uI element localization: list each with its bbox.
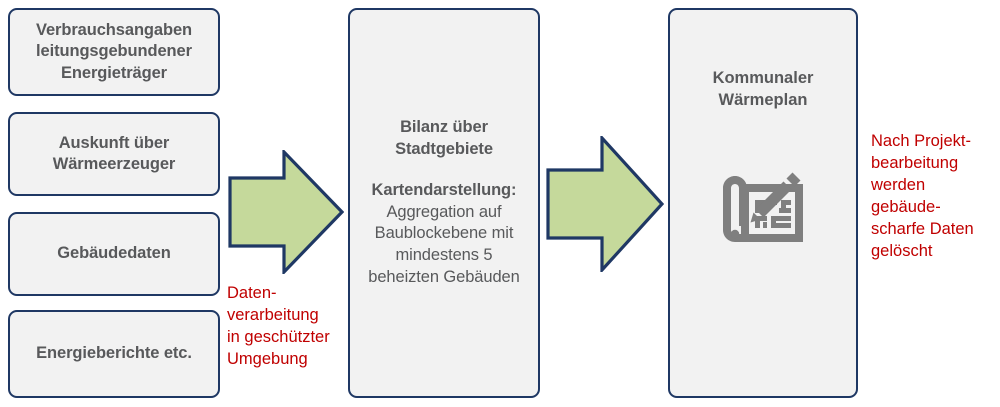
processing-body: Aggregation auf Baublockebene mit mindes…: [368, 202, 520, 286]
input-box-verbrauchsangaben: Verbrauchsangaben leitungsgebundener Ene…: [8, 8, 220, 96]
processing-sub-heading: Kartendarstellung:: [371, 180, 517, 199]
arrow-processing-to-output-icon: [546, 133, 665, 275]
output-box-kommunaler-waermeplan: Kommunaler Wärmeplan: [668, 8, 858, 398]
output-box-title: Kommunaler Wärmeplan: [712, 69, 814, 109]
input-box-label: Energieberichte etc.: [36, 344, 192, 363]
input-box-energieberichte: Energieberichte etc.: [8, 310, 220, 398]
note-geloeschte-daten: Nach Projekt- bearbeitung werden gebäude…: [871, 132, 974, 260]
note-datenverarbeitung: Daten- verarbeitung in geschützter Umgeb…: [227, 284, 330, 368]
input-box-label: Gebäudedaten: [57, 244, 171, 263]
arrow-inputs-to-processing-icon: [228, 148, 345, 276]
input-box-label: Auskunft über Wärmeerzeuger: [52, 133, 176, 173]
input-box-label: Verbrauchsangaben leitungsgebundener Ene…: [35, 20, 193, 82]
processing-box-bilanz: Bilanz über Stadtgebiete Kartendarstellu…: [348, 8, 540, 398]
input-box-gebaeudedaten: Gebäudedaten: [8, 212, 220, 296]
blueprint-pencil-icon: [715, 158, 811, 259]
input-box-auskunft-waermeerzeuger: Auskunft über Wärmeerzeuger: [8, 112, 220, 196]
spacer: [368, 161, 519, 180]
processing-heading: Bilanz über Stadtgebiete: [395, 118, 493, 159]
